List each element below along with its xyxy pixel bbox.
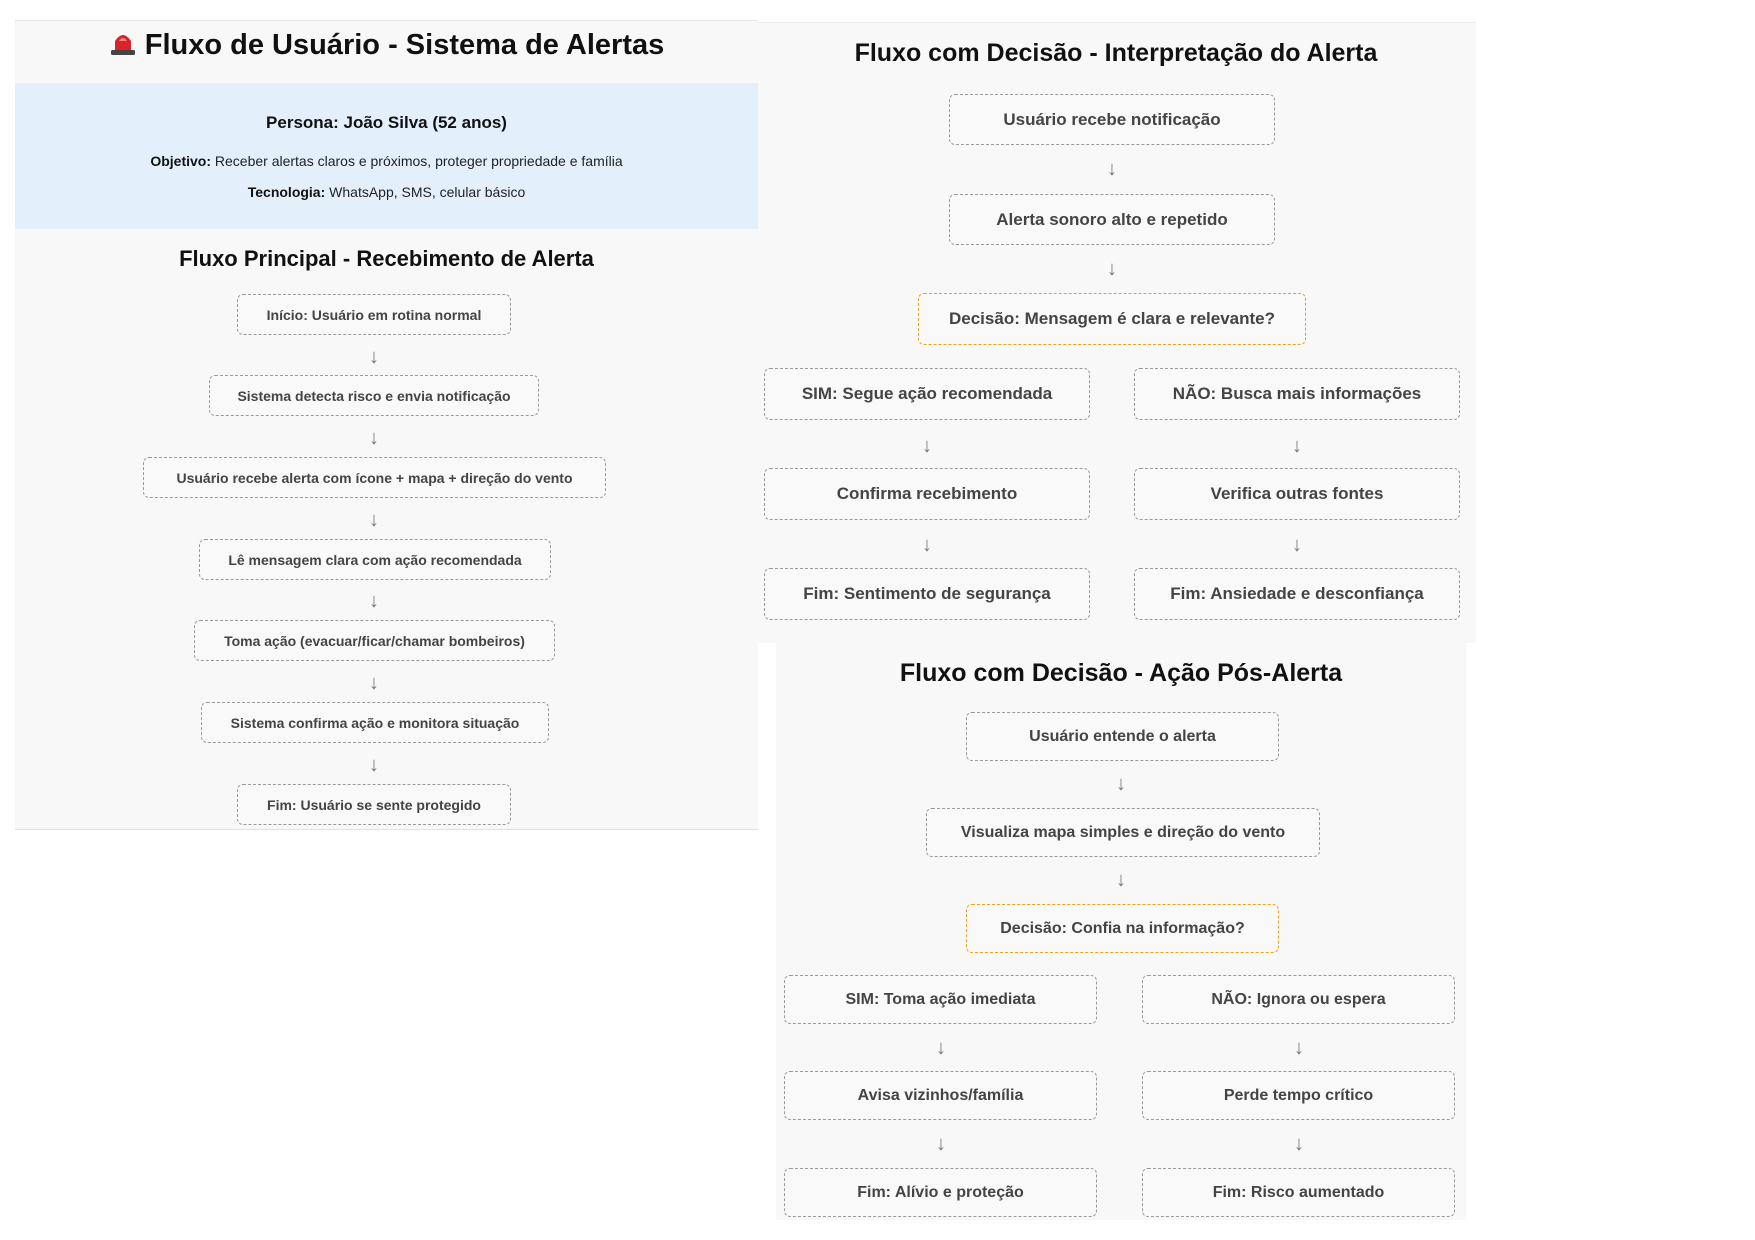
- main-flow-step: Sistema detecta risco e envia notificaçã…: [209, 375, 539, 416]
- persona-objective: Objetivo: Receber alertas claros e próxi…: [15, 153, 758, 169]
- flow-arrow: ↓: [369, 590, 379, 612]
- no-branch-step: Perde tempo crítico: [1142, 1071, 1455, 1120]
- action-flow-title: Fluxo com Decisão - Ação Pós-Alerta: [899, 659, 1343, 687]
- flow-arrow: ↓: [369, 346, 379, 368]
- action-flow-panel: Fluxo com Decisão - Ação Pós-Alerta Usuá…: [776, 642, 1466, 1220]
- no-branch-step: Fim: Risco aumentado: [1142, 1168, 1455, 1217]
- persona-card: Persona: João Silva (52 anos) Objetivo: …: [15, 83, 758, 229]
- flow-arrow: ↓: [922, 534, 932, 556]
- flow-arrow: ↓: [1294, 1037, 1304, 1059]
- flow-arrow: ↓: [1116, 773, 1126, 795]
- interpretation-flow-panel: Fluxo com Decisão - Interpretação do Ale…: [758, 22, 1476, 643]
- interpretation-step: Alerta sonoro alto e repetido: [949, 194, 1275, 245]
- yes-branch-step: Fim: Alívio e proteção: [784, 1168, 1097, 1217]
- flow-arrow: ↓: [369, 754, 379, 776]
- yes-branch-step: Fim: Sentimento de segurança: [764, 568, 1090, 620]
- flow-arrow: ↓: [369, 427, 379, 449]
- no-branch-step: Fim: Ansiedade e desconfiança: [1134, 568, 1460, 620]
- siren-icon: [110, 35, 135, 55]
- flow-arrow: ↓: [1107, 258, 1117, 280]
- main-flow-step: Início: Usuário em rotina normal: [237, 294, 511, 335]
- persona-name: Persona: João Silva (52 anos): [266, 113, 507, 132]
- interpretation-step: Usuário recebe notificação: [949, 94, 1275, 145]
- interpretation-decision: Decisão: Mensagem é clara e relevante?: [918, 293, 1306, 345]
- page-title-text: Fluxo de Usuário - Sistema de Alertas: [144, 29, 665, 61]
- persona-technology: Tecnologia: WhatsApp, SMS, celular básic…: [15, 184, 758, 200]
- no-branch-step: Verifica outras fontes: [1134, 468, 1460, 520]
- flow-arrow: ↓: [1292, 435, 1302, 457]
- technology-value: WhatsApp, SMS, celular básico: [325, 184, 526, 200]
- flow-arrow: ↓: [1107, 158, 1117, 180]
- yes-branch-step: Avisa vizinhos/família: [784, 1071, 1097, 1120]
- main-flow-step: Usuário recebe alerta com ícone + mapa +…: [143, 457, 606, 498]
- flow-arrow: ↓: [1116, 869, 1126, 891]
- main-flow-step: Toma ação (evacuar/ficar/chamar bombeiro…: [194, 620, 555, 661]
- flow-arrow: ↓: [936, 1037, 946, 1059]
- no-branch-step: NÃO: Busca mais informações: [1134, 368, 1460, 420]
- no-branch-step: NÃO: Ignora ou espera: [1142, 975, 1455, 1024]
- action-step: Usuário entende o alerta: [966, 712, 1279, 761]
- action-step: Visualiza mapa simples e direção do vent…: [926, 808, 1320, 857]
- yes-branch-step: SIM: Toma ação imediata: [784, 975, 1097, 1024]
- interpretation-flow-title: Fluxo com Decisão - Interpretação do Ale…: [854, 39, 1378, 67]
- objective-label: Objetivo:: [150, 153, 211, 169]
- yes-branch-step: Confirma recebimento: [764, 468, 1090, 520]
- flow-arrow: ↓: [369, 509, 379, 531]
- flow-arrow: ↓: [922, 435, 932, 457]
- main-flow-step: Lê mensagem clara com ação recomendada: [199, 539, 551, 580]
- flow-arrow: ↓: [1294, 1133, 1304, 1155]
- action-decision: Decisão: Confia na informação?: [966, 904, 1279, 953]
- objective-value: Receber alertas claros e próximos, prote…: [211, 153, 623, 169]
- main-flow-panel: Fluxo de Usuário - Sistema de Alertas Pe…: [15, 20, 758, 830]
- technology-label: Tecnologia:: [247, 184, 326, 200]
- flow-arrow: ↓: [1292, 534, 1302, 556]
- page-title: Fluxo de Usuário - Sistema de Alertas: [15, 29, 758, 62]
- main-flow-step: Sistema confirma ação e monitora situaçã…: [201, 702, 549, 743]
- flow-arrow: ↓: [936, 1133, 946, 1155]
- yes-branch-step: SIM: Segue ação recomendada: [764, 368, 1090, 420]
- main-flow-title: Fluxo Principal - Recebimento de Alerta: [179, 246, 594, 271]
- flow-arrow: ↓: [369, 672, 379, 694]
- main-flow-step: Fim: Usuário se sente protegido: [237, 784, 511, 825]
